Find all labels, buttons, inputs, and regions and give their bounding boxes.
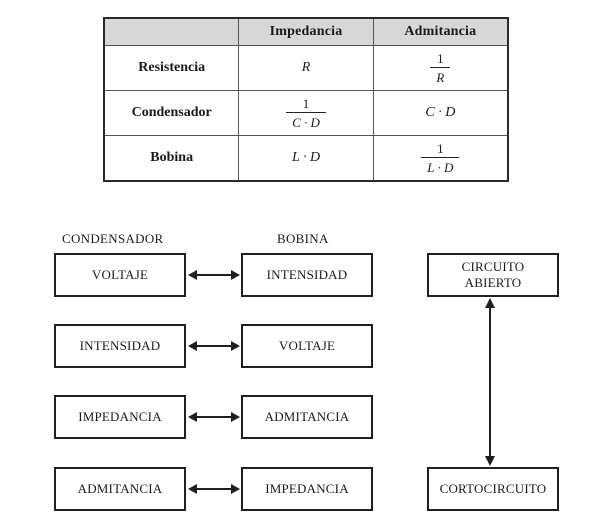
double-arrow-icon	[188, 270, 240, 280]
double-arrow-icon	[188, 484, 240, 494]
fraction-numerator: 1	[437, 51, 444, 66]
condensador-box-voltaje: VOLTAJE	[54, 253, 186, 297]
circuito-abierto-box: CIRCUITO ABIERTO	[427, 253, 559, 297]
condensador-admittance: C · D	[372, 90, 509, 136]
table-header-row: Impedancia Admitancia	[103, 17, 509, 46]
condensador-box-intensidad: INTENSIDAD	[54, 324, 186, 368]
row-label-condensador: Condensador	[103, 90, 240, 136]
condensador-impedance: 1 C · D	[238, 90, 374, 136]
resistencia-impedance: R	[238, 45, 374, 91]
row-label-resistencia: Resistencia	[103, 45, 240, 91]
bobina-box-voltaje: VOLTAJE	[241, 324, 373, 368]
double-arrow-icon	[188, 341, 240, 351]
condensador-box-admitancia: ADMITANCIA	[54, 467, 186, 511]
bobina-box-intensidad: INTENSIDAD	[241, 253, 373, 297]
bobina-header: BOBINA	[277, 231, 329, 246]
fraction: 1 C · D	[286, 97, 326, 129]
table-row-resistencia: Resistencia R 1 R	[103, 45, 509, 91]
bobina-admittance: 1 L · D	[372, 135, 509, 182]
row-label-bobina: Bobina	[103, 135, 240, 182]
fraction-numerator: 1	[437, 141, 444, 156]
fraction-denominator: C · D	[286, 112, 326, 129]
table-corner-cell	[103, 17, 240, 46]
impedance-admittance-table: Impedancia Admitancia Resistencia R 1 R …	[103, 17, 509, 182]
bobina-impedance: L · D	[238, 135, 374, 182]
column-header-admitancia: Admitancia	[372, 17, 509, 46]
table-row-condensador: Condensador 1 C · D C · D	[103, 90, 509, 136]
fraction-denominator: L · D	[421, 157, 460, 174]
vertical-double-arrow-icon	[485, 298, 495, 466]
fraction-denominator: R	[430, 67, 451, 84]
resistencia-admittance: 1 R	[372, 45, 509, 91]
condensador-header: CONDENSADOR	[62, 231, 164, 246]
bobina-box-admitancia: ADMITANCIA	[241, 395, 373, 439]
double-arrow-icon	[188, 412, 240, 422]
cortocircuito-box: CORTOCIRCUITO	[427, 467, 559, 511]
fraction: 1 L · D	[421, 141, 460, 174]
bobina-box-impedancia: IMPEDANCIA	[241, 467, 373, 511]
table-row-bobina: Bobina L · D 1 L · D	[103, 135, 509, 182]
column-header-impedancia: Impedancia	[238, 17, 374, 46]
fraction-numerator: 1	[302, 96, 310, 111]
condensador-box-impedancia: IMPEDANCIA	[54, 395, 186, 439]
fraction: 1 R	[430, 51, 451, 84]
